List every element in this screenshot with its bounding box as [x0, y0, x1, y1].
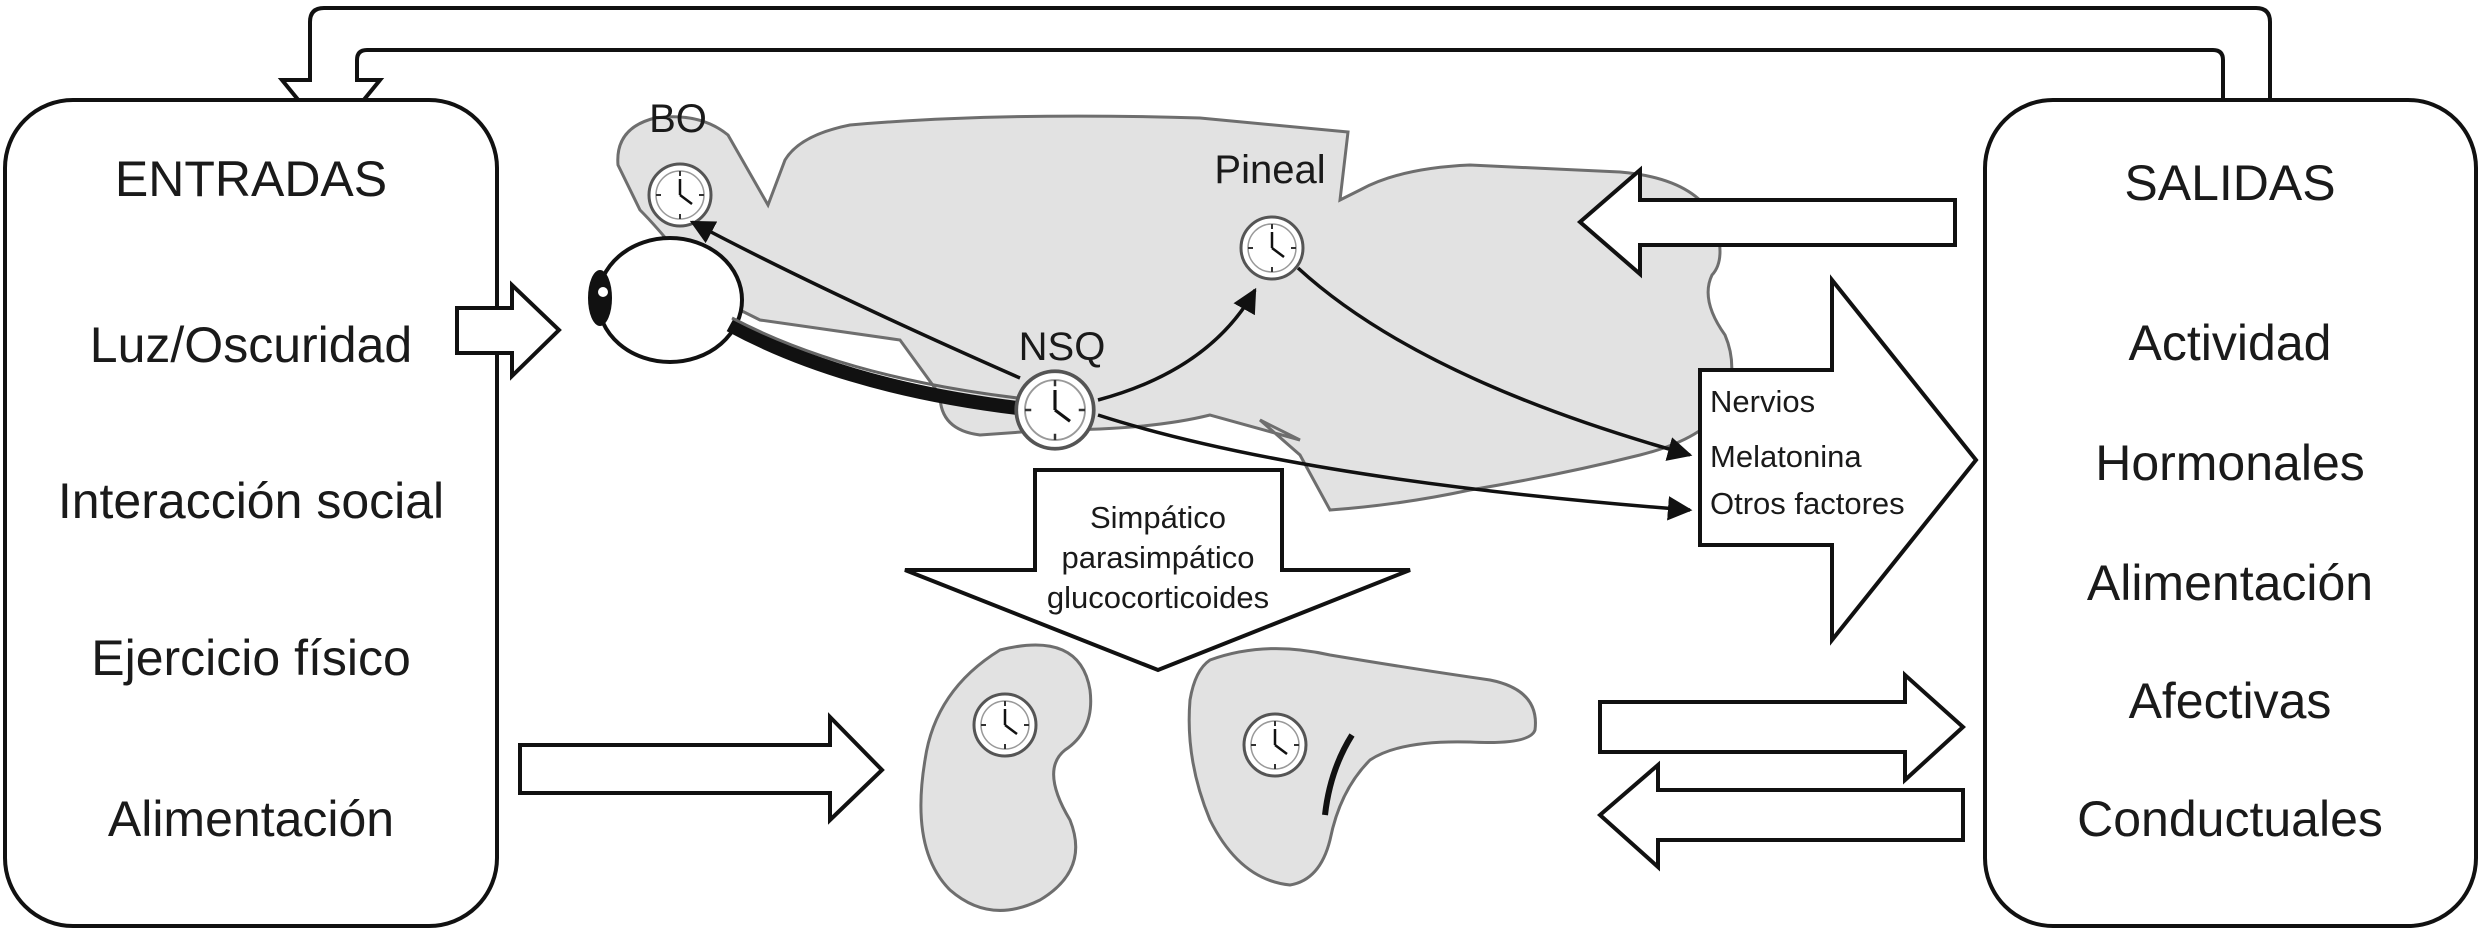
bo-clock-icon	[647, 162, 713, 228]
outputs-title: SALIDAS	[2124, 155, 2335, 211]
input-item-exercise: Ejercicio físico	[91, 630, 411, 686]
sympathetic-label: Simpático	[1090, 500, 1226, 535]
eye-icon	[588, 236, 1036, 417]
output-item-behavioral: Conductuales	[2077, 791, 2383, 847]
parasympathetic-label: parasimpático	[1062, 540, 1255, 575]
input-item-feeding: Alimentación	[108, 791, 394, 847]
outputs-box	[1983, 98, 2478, 928]
liver-illustration	[1187, 647, 1537, 887]
outputs-to-brain-arrow	[1576, 165, 1957, 279]
inputs-title: ENTRADAS	[115, 151, 387, 207]
glucocorticoids-label: glucocorticoides	[1047, 580, 1269, 615]
signal-nerves-label: Nervios	[1710, 384, 1815, 419]
bo-label: BO	[649, 97, 707, 141]
signal-melatonin-label: Melatonina	[1710, 439, 1862, 474]
light-input-arrow	[455, 280, 562, 381]
pineal-clock-icon	[1239, 215, 1305, 281]
nsq-clock-icon	[1014, 369, 1096, 451]
output-item-feeding: Alimentación	[2087, 555, 2373, 611]
organs-to-outputs-arrow	[1598, 670, 1966, 785]
signals-arrow	[1698, 274, 1979, 646]
brain-illustration	[616, 114, 1734, 512]
nsq-label: NSQ	[1019, 325, 1106, 369]
feedback-loop-arrow	[277, 6, 2272, 144]
feeding-to-organs-arrow	[518, 712, 885, 825]
neural-connections	[689, 220, 1693, 521]
autonomic-down-arrow	[904, 468, 1411, 673]
kidney-illustration	[919, 643, 1093, 912]
input-item-social: Interacción social	[58, 473, 444, 529]
inputs-box	[3, 98, 499, 928]
input-item-light: Luz/Oscuridad	[90, 317, 412, 373]
output-item-affective: Afectivas	[2129, 673, 2332, 729]
output-item-hormonal: Hormonales	[2095, 435, 2365, 491]
pineal-label: Pineal	[1214, 148, 1325, 192]
output-item-activity: Actividad	[2129, 315, 2332, 371]
outputs-to-organs-arrow	[1596, 760, 1965, 872]
signal-other-factors-label: Otros factores	[1710, 486, 1905, 521]
